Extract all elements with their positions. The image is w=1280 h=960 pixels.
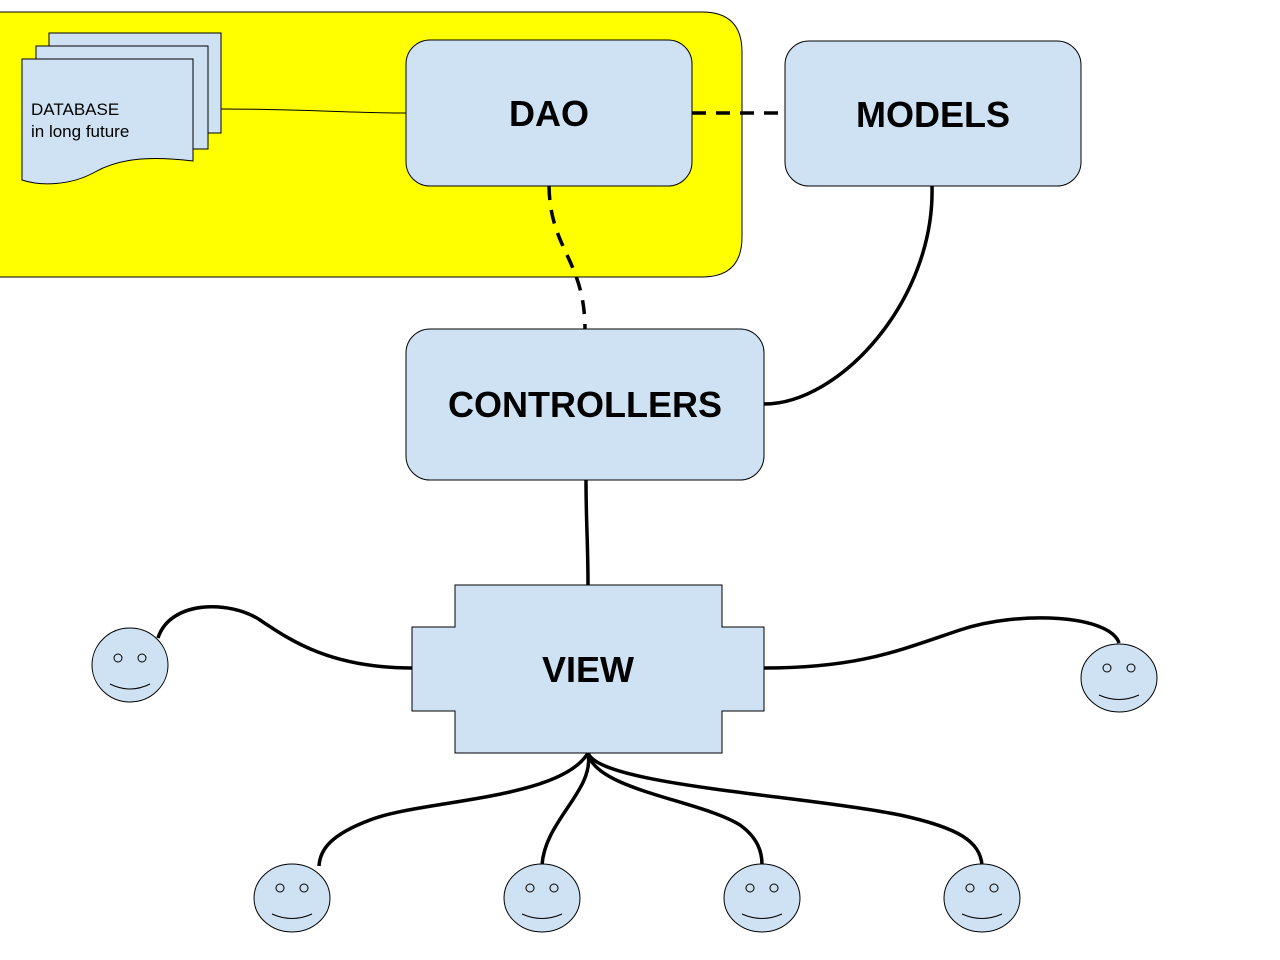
controllers-node: CONTROLLERS xyxy=(405,328,765,481)
smiley-icon xyxy=(1080,643,1158,713)
dao-label: DAO xyxy=(509,93,589,134)
database-label-line1: DATABASE xyxy=(31,100,119,119)
smiley-icon xyxy=(943,863,1021,933)
edge-view-user-right xyxy=(763,616,1121,670)
edge-models-controllers xyxy=(763,185,934,406)
edge-controllers-view xyxy=(584,479,590,586)
view-node: VIEW xyxy=(411,584,765,754)
edge-view-user-bottom-1 xyxy=(317,752,590,867)
database-label-line2: in long future xyxy=(31,122,129,141)
models-label: MODELS xyxy=(856,94,1010,135)
database-node: DATABASE in long future xyxy=(21,32,222,185)
view-label: VIEW xyxy=(542,649,634,690)
smiley-icon xyxy=(253,863,331,933)
edge-database-dao xyxy=(220,108,407,114)
models-node: MODELS xyxy=(784,40,1082,187)
edge-view-user-bottom-4 xyxy=(586,752,984,866)
edge-view-user-bottom-3 xyxy=(586,752,764,866)
smiley-icon xyxy=(91,627,169,703)
edge-dao-controllers xyxy=(547,185,587,331)
smiley-icon xyxy=(723,863,801,933)
controllers-label: CONTROLLERS xyxy=(448,384,722,425)
edge-view-user-left xyxy=(156,604,413,670)
smiley-icon xyxy=(503,863,581,933)
edge-view-user-bottom-2 xyxy=(540,752,591,866)
dao-node: DAO xyxy=(405,39,693,187)
